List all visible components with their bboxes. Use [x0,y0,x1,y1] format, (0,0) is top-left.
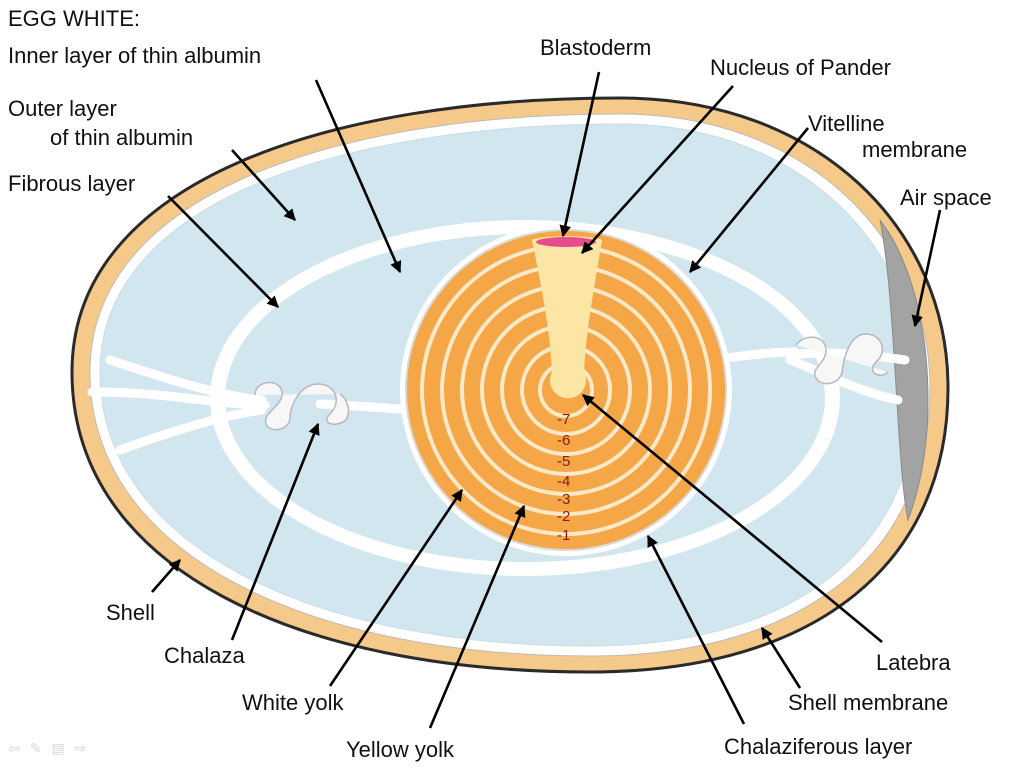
label-inner-thin-albumin: Inner layer of thin albumin [8,43,261,68]
label-blastoderm: Blastoderm [540,35,651,60]
arrow-chalaziferous-layer [646,534,746,725]
label-white-yolk: White yolk [242,690,344,715]
arrow-outer-thin-albumin [231,149,296,221]
yolk-ring-number: -2 [557,508,570,525]
air-space [879,219,929,522]
yolk-ring-number: -4 [557,473,570,490]
label-shell-membrane: Shell membrane [788,690,948,715]
arrow-air-space [911,209,942,328]
label-latebra: Latebra [876,650,951,675]
blastoderm [536,237,596,247]
arrow-vitelline-membrane [688,127,810,273]
label-fibrous-layer: Fibrous layer [8,171,135,196]
label-chalaziferous-layer: Chalaziferous layer [724,734,912,759]
arrow-white-yolk [328,489,464,687]
latebra [532,236,602,399]
arrow-shell-membrane [760,627,802,689]
label-air-space: Air space [900,185,992,210]
chalaza-strands [87,347,910,455]
label-nucleus-of-pander: Nucleus of Pander [710,55,891,80]
chalaza-right [795,333,889,385]
label-vitelline-line2: membrane [862,137,967,162]
arrow-shell [151,559,181,593]
label-yellow-yolk: Yellow yolk [346,737,455,762]
arrow-blastoderm [559,71,601,238]
arrow-yellow-yolk [428,504,526,729]
label-outer-thin-albumin-line2: of thin albumin [50,125,193,150]
menu-icon[interactable]: ▤ [51,741,65,757]
label-chalaza: Chalaza [164,643,245,668]
arrow-inner-thin-albumin [314,79,402,274]
labels: EGG WHITE: Inner layer of thin albumin O… [8,6,992,762]
arrow-latebra [582,393,883,644]
chalaza-left [254,381,350,431]
yolk-ring-number: -7 [557,411,570,428]
previous-slide-icon[interactable]: ⇦ [8,741,20,757]
label-shell: Shell [106,600,155,625]
yolk-ring-number: -5 [557,453,570,470]
slide-navigation: ⇦ ✎ ▤ ⇨ [8,741,86,757]
next-slide-icon[interactable]: ⇨ [74,741,87,757]
label-arrows [151,71,942,729]
yolk-ring-number: -6 [557,432,570,449]
label-egg-white: EGG WHITE: [8,6,140,31]
arrow-chalaza [230,422,320,641]
pen-icon[interactable]: ✎ [29,741,42,757]
yolk-ring-number: -1 [557,527,570,544]
label-vitelline-line1: Vitelline [808,111,885,136]
yolk-ring-number: -3 [557,491,570,508]
yolk-ring-numbers: -7 -6 -5 -4-3-2 -1 [557,411,570,544]
arrow-nucleus-of-pander [581,85,734,254]
label-outer-thin-albumin-line1: Outer layer [8,96,117,121]
arrow-fibrous-layer [167,195,279,308]
